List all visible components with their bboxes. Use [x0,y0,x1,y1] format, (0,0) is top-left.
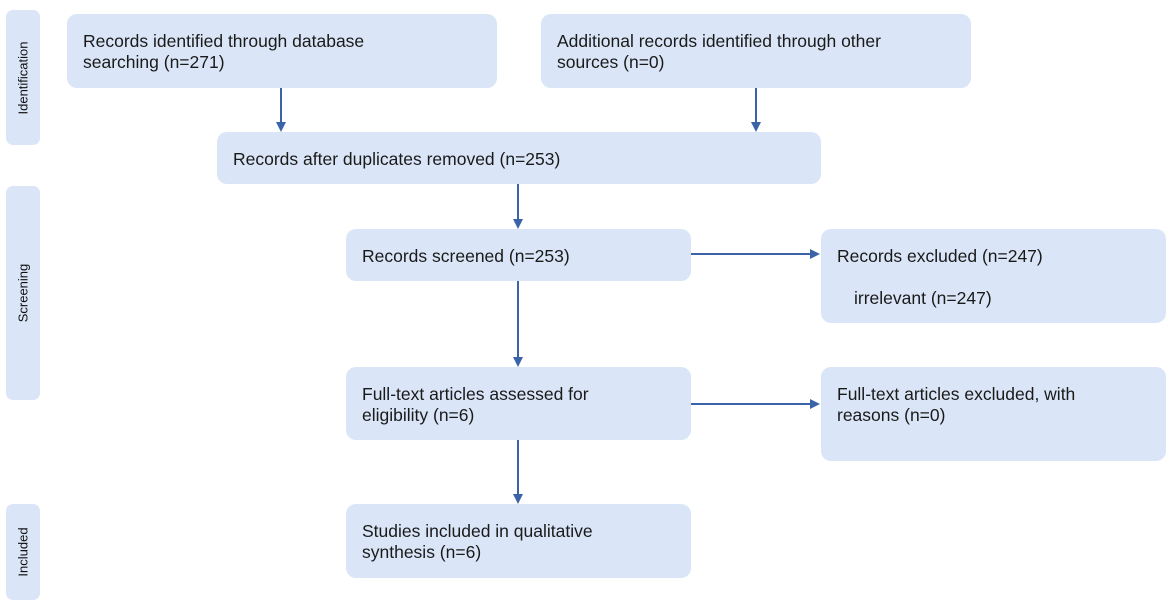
phase-identification: Identification [6,10,40,145]
phase-screening: Screening [6,186,40,400]
box-records-excluded-title: Records excluded (n=247) [837,246,1043,266]
box-included-studies: Studies included in qualitative synthesi… [346,504,691,578]
box-fulltext-assessed: Full-text articles assessed for eligibil… [346,367,691,440]
box-included-studies-text: Studies included in qualitative synthesi… [362,521,593,562]
box-records-excluded: Records excluded (n=247) irrelevant (n=2… [821,229,1166,323]
box-records-screened-text: Records screened (n=253) [362,246,570,266]
box-after-duplicates: Records after duplicates removed (n=253) [217,132,821,184]
box-database-search: Records identified through database sear… [67,14,497,88]
box-fulltext-excluded: Full-text articles excluded, with reason… [821,367,1166,461]
box-after-duplicates-text: Records after duplicates removed (n=253) [233,149,561,169]
box-database-search-text: Records identified through database sear… [83,31,365,72]
box-other-sources: Additional records identified through ot… [541,14,971,88]
phase-included: Included [6,504,40,600]
box-fulltext-assessed-text: Full-text articles assessed for eligibil… [362,384,589,425]
box-other-sources-text: Additional records identified through ot… [557,31,881,72]
box-records-screened: Records screened (n=253) [346,229,691,281]
box-fulltext-excluded-text: Full-text articles excluded, with reason… [837,384,1076,425]
box-records-excluded-reason: irrelevant (n=247) [854,288,992,308]
